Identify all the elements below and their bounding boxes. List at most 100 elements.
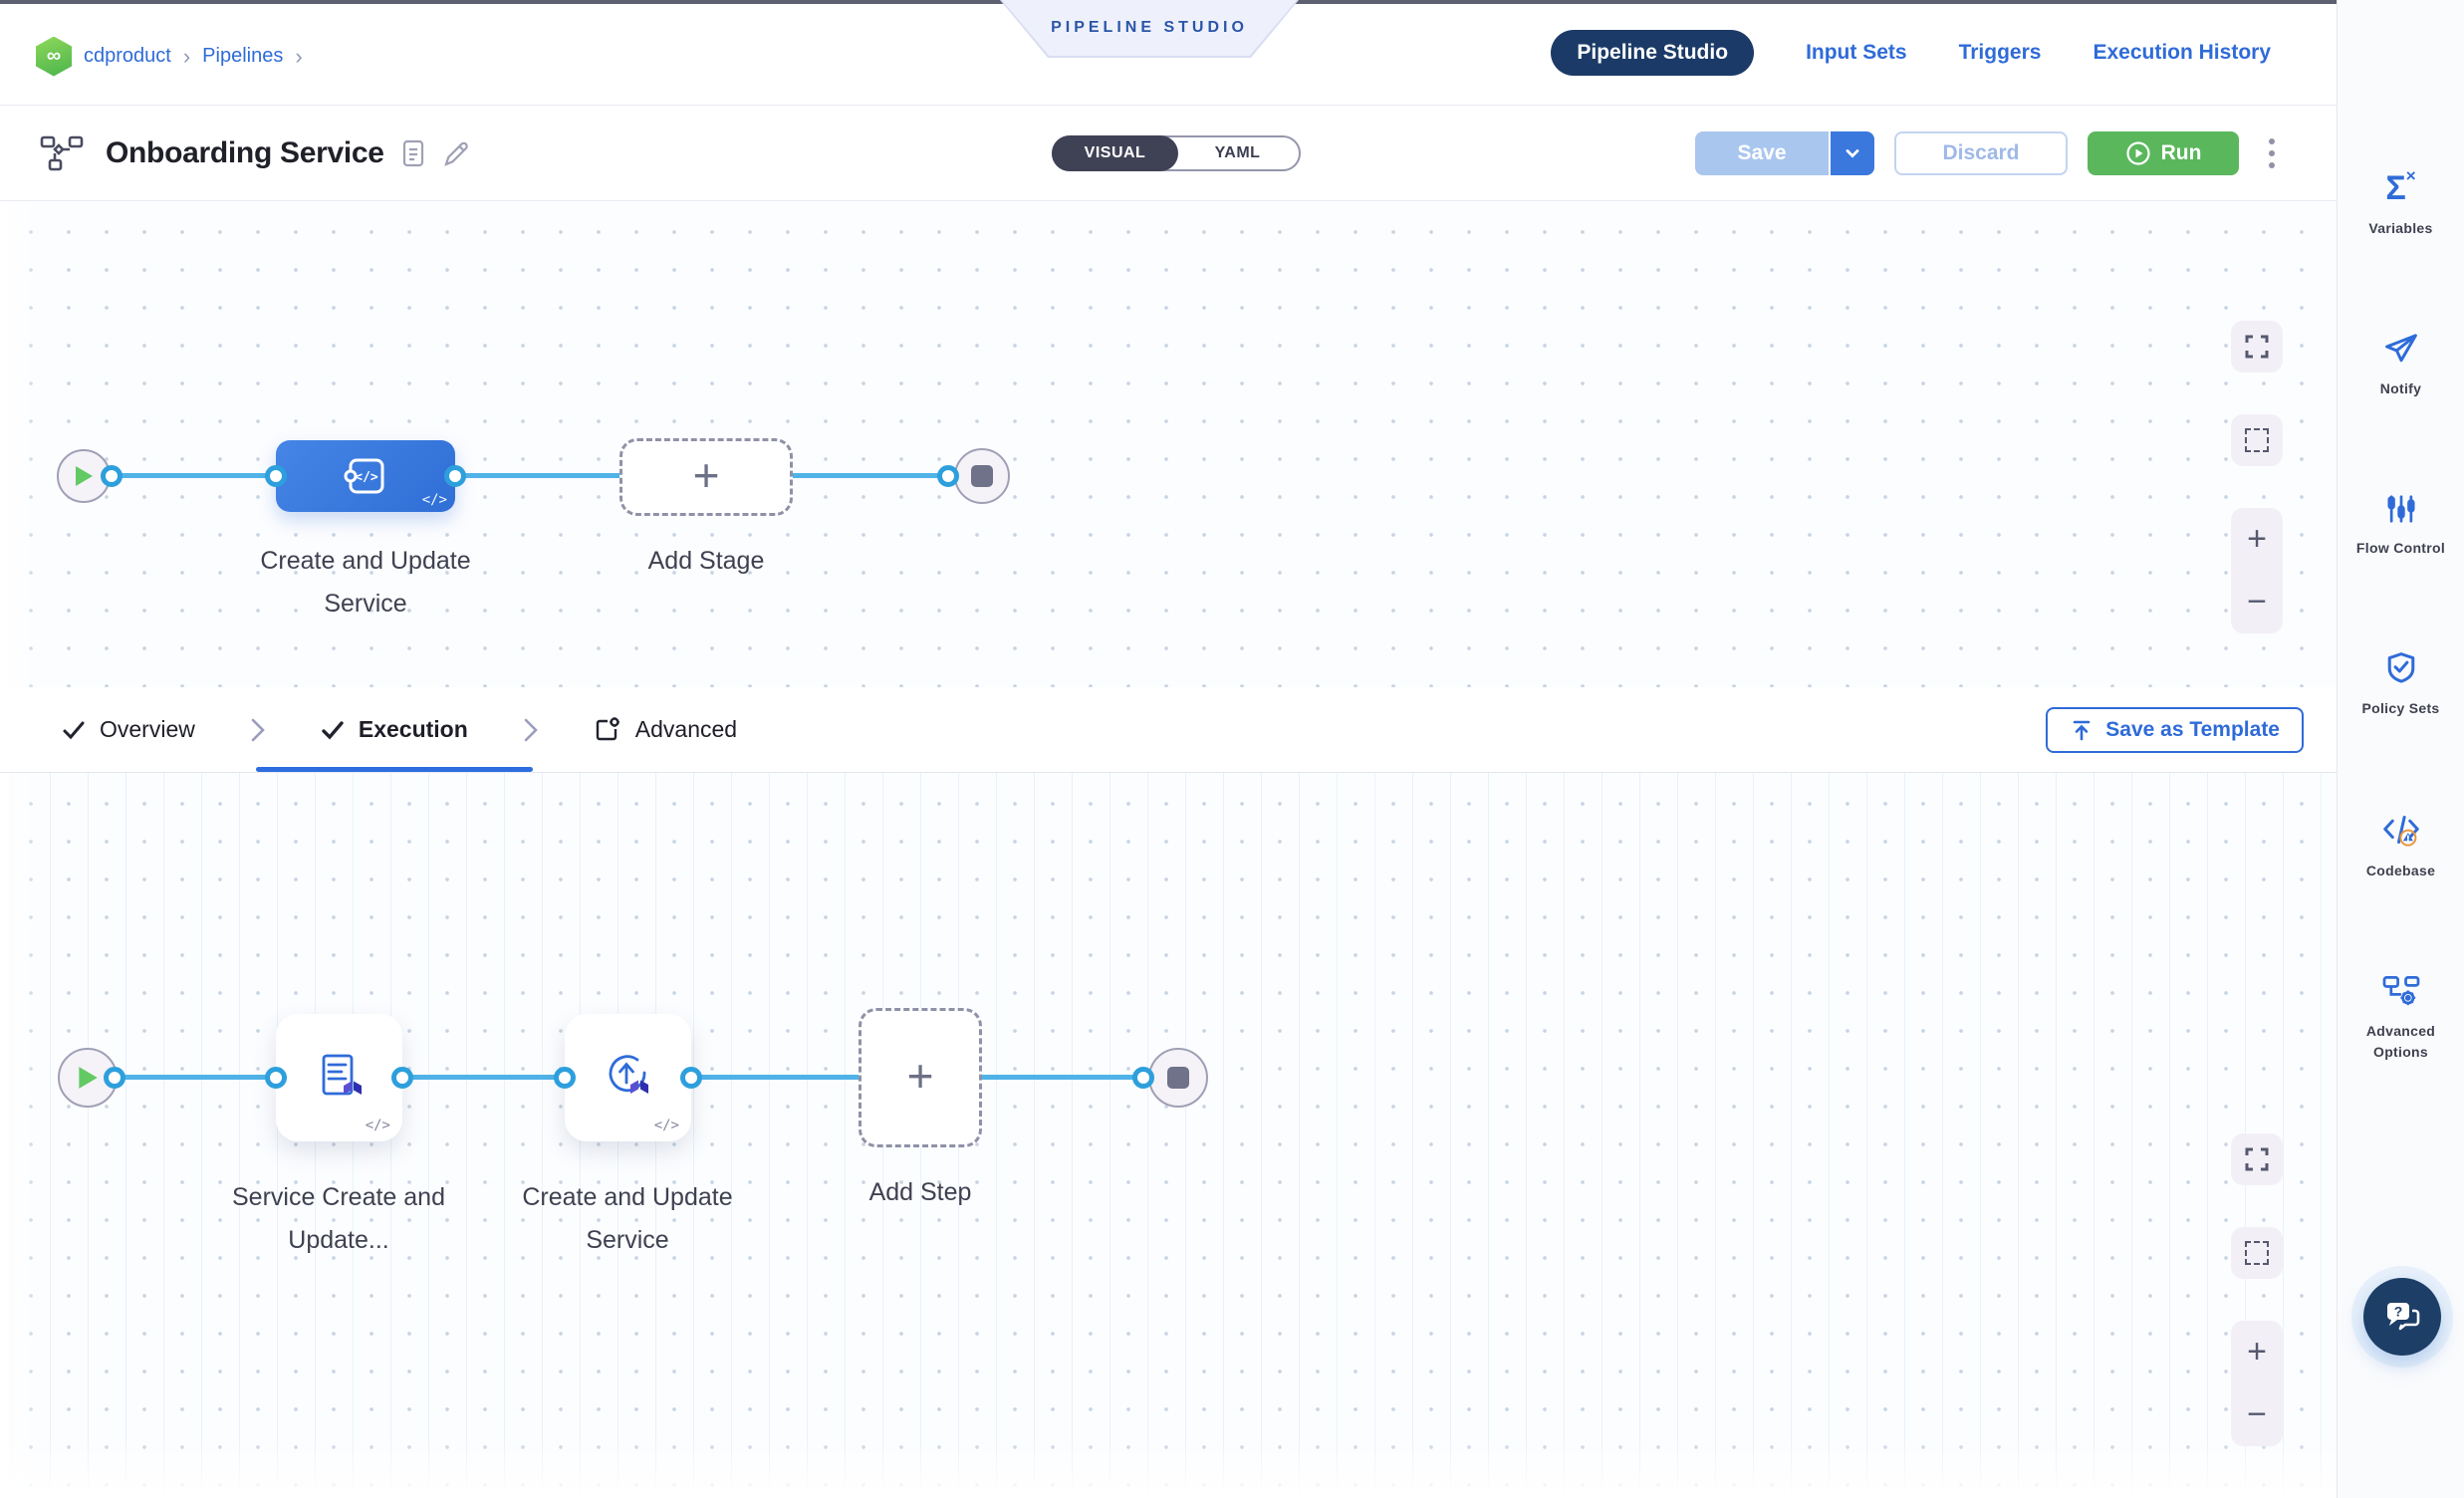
step-node-service-create-and-update[interactable]: </> — [276, 1014, 402, 1141]
connector-port[interactable] — [104, 1067, 125, 1089]
connector-port[interactable] — [1132, 1067, 1154, 1089]
run-play-icon — [2125, 140, 2150, 165]
multi-select-button[interactable] — [2231, 414, 2283, 466]
connector-port[interactable] — [101, 465, 123, 487]
pipeline-studio-ribbon: PIPELINE STUDIO — [1000, 0, 1299, 58]
save-options-button[interactable] — [1829, 130, 1874, 175]
selection-box-icon — [2245, 428, 2269, 452]
tab-advanced[interactable]: Advanced — [594, 687, 737, 772]
step-code-badge[interactable]: </> — [365, 1118, 390, 1133]
connector-port[interactable] — [265, 465, 287, 487]
zoom-out-button[interactable]: − — [2247, 583, 2267, 621]
connector-port[interactable] — [265, 1067, 287, 1089]
edit-pencil-icon[interactable] — [442, 138, 470, 168]
description-doc-icon[interactable] — [400, 138, 426, 168]
multi-select-button[interactable] — [2231, 1227, 2283, 1279]
advanced-options-icon — [2382, 976, 2419, 1006]
sidebar-item-codebase[interactable]: Codebase — [2351, 812, 2451, 880]
pipeline-end-node[interactable] — [954, 448, 1010, 504]
play-icon — [76, 466, 93, 486]
help-chat-icon: ? — [2387, 1303, 2420, 1331]
sidebar-item-variables[interactable]: Σ× Variables — [2368, 166, 2433, 236]
service-definition-step-icon — [322, 1054, 362, 1096]
toggle-yaml[interactable]: YAML — [1214, 143, 1261, 161]
breadcrumb-pipelines-link[interactable]: Pipelines — [202, 45, 284, 67]
more-options-kebab-icon[interactable] — [2263, 132, 2281, 174]
step-code-badge[interactable]: </> — [653, 1118, 679, 1133]
sidebar-item-advanced-options[interactable]: Advanced Options — [2351, 974, 2451, 1062]
pipeline-toolbar: Onboarding Service VISUAL YAML — [0, 106, 2337, 201]
check-icon — [63, 721, 85, 739]
cd-module-icon: ∞ — [36, 36, 72, 77]
toggle-visual[interactable]: VISUAL — [1052, 134, 1178, 171]
selection-box-icon — [2245, 1241, 2269, 1265]
top-nav-tabs: Pipeline Studio Input Sets Triggers Exec… — [1551, 0, 2271, 106]
fullscreen-button[interactable] — [2231, 1133, 2283, 1185]
discard-button[interactable]: Discard — [1894, 130, 2068, 175]
connector-port[interactable] — [680, 1067, 702, 1089]
tab-triggers[interactable]: Triggers — [1958, 41, 2042, 64]
add-stage-label: Add Stage — [647, 547, 765, 575]
connector-port[interactable] — [937, 465, 959, 487]
visual-yaml-toggle[interactable]: VISUAL YAML — [1052, 134, 1301, 171]
stage-code-badge[interactable]: </> — [421, 492, 447, 508]
zoom-in-button[interactable]: + — [2247, 520, 2267, 558]
toolbar-actions: Save Discard Run — [1695, 130, 2281, 175]
execution-end-node[interactable] — [1148, 1048, 1208, 1108]
help-chat-button[interactable]: ? — [2363, 1278, 2441, 1356]
svg-text:</>: </> — [355, 470, 378, 485]
breadcrumb-separator: › — [182, 43, 191, 69]
policy-shield-icon — [2387, 652, 2414, 683]
breadcrumb-project-link[interactable]: cdproduct — [84, 45, 171, 67]
pipeline-title-group: Onboarding Service — [40, 134, 470, 172]
execution-step-canvas[interactable]: </> </> + Service Create a — [0, 773, 2337, 1498]
zoom-controls: + − — [2231, 508, 2283, 633]
zoom-out-button[interactable]: − — [2247, 1395, 2267, 1433]
tab-overview[interactable]: Overview — [62, 687, 195, 772]
step-node-create-and-update-service[interactable]: </> — [565, 1014, 691, 1141]
add-step-node[interactable]: + — [859, 1008, 982, 1147]
plus-icon: + — [692, 449, 720, 501]
right-sidebar: Σ× Variables Notify Flow Control Policy … — [2337, 0, 2464, 1498]
tab-pipeline-studio[interactable]: Pipeline Studio — [1551, 30, 1755, 76]
page-title: Onboarding Service — [106, 135, 384, 169]
save-split-button: Save — [1695, 130, 1874, 175]
execution-start-node[interactable] — [58, 1048, 118, 1108]
variables-sigma-icon: Σ× — [2385, 166, 2416, 207]
fullscreen-button[interactable] — [2231, 321, 2283, 373]
zoom-in-button[interactable]: + — [2247, 1333, 2267, 1371]
svg-text:?: ? — [2394, 1304, 2403, 1320]
connector-port[interactable] — [444, 465, 466, 487]
run-button[interactable]: Run — [2088, 130, 2239, 175]
tab-input-sets[interactable]: Input Sets — [1806, 41, 1907, 64]
sidebar-item-flow-control[interactable]: Flow Control — [2351, 493, 2451, 558]
breadcrumb-separator: › — [295, 43, 303, 69]
add-step-label: Add Step — [868, 1178, 972, 1206]
add-stage-node[interactable]: + — [619, 438, 793, 516]
upload-icon — [2073, 720, 2091, 740]
connector-port[interactable] — [391, 1067, 413, 1089]
step-label: Service Create and Update... — [231, 1183, 445, 1254]
ribbon-label: PIPELINE STUDIO — [1051, 19, 1248, 36]
sidebar-item-policy-sets[interactable]: Policy Sets — [2351, 651, 2451, 718]
fullscreen-icon — [2245, 335, 2269, 359]
save-as-template-button[interactable]: Save as Template — [2046, 706, 2304, 753]
tab-execution-history[interactable]: Execution History — [2093, 41, 2271, 64]
stage-canvas[interactable]: </> </> + Create and Update Service Add … — [0, 201, 2337, 687]
save-button[interactable]: Save — [1695, 130, 1829, 175]
stage-label: Create and Update Service — [260, 547, 471, 618]
tab-execution[interactable]: Execution — [321, 687, 468, 772]
stage-connector-line — [84, 473, 982, 478]
check-icon — [322, 720, 344, 740]
connector-port[interactable] — [554, 1067, 576, 1089]
zoom-controls: + − — [2231, 1321, 2283, 1446]
stage-config-tabstrip: Overview Execution Advanced — [0, 687, 2337, 773]
fullscreen-icon — [2245, 1147, 2269, 1171]
advanced-config-icon — [596, 716, 619, 740]
chevron-right-icon — [247, 715, 269, 745]
main-column: ∞ cdproduct › Pipelines › PIPELINE STUDI… — [0, 0, 2337, 1498]
chevron-down-icon — [1846, 148, 1859, 157]
breadcrumb: ∞ cdproduct › Pipelines › — [36, 36, 303, 77]
sidebar-item-notify[interactable]: Notify — [2351, 332, 2451, 398]
stage-node-create-and-update-service[interactable]: </> </> — [276, 440, 455, 512]
